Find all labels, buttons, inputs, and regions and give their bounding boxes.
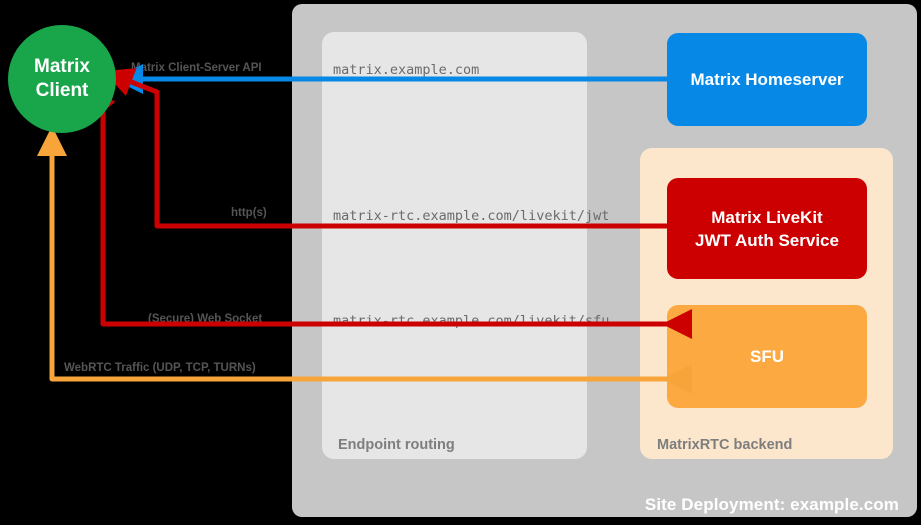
protocol-matrix-client-server-api: Matrix Client-Server API <box>131 62 262 74</box>
endpoint-routing-label: Endpoint routing <box>338 437 455 453</box>
sfu-label: SFU <box>750 346 784 366</box>
endpoint-routing-container <box>322 32 587 459</box>
protocol-http-s: http(s) <box>231 207 267 219</box>
jwt-service-label-line1: Matrix LiveKit <box>711 207 823 227</box>
node-matrix-homeserver[interactable]: Matrix Homeserver <box>667 33 867 126</box>
endpoint-livekit-jwt: matrix-rtc.example.com/livekit/jwt <box>333 208 610 224</box>
matrixrtc-backend-label: MatrixRTC backend <box>657 437 793 453</box>
matrix-homeserver-label: Matrix Homeserver <box>690 69 844 89</box>
node-matrix-client[interactable]: Matrix Client <box>8 25 116 133</box>
protocol-webrtc-traffic: WebRTC Traffic (UDP, TCP, TURNs) <box>64 362 256 374</box>
matrix-client-label-line1: Matrix <box>34 56 90 77</box>
endpoint-matrix-example-com: matrix.example.com <box>333 62 480 78</box>
site-deployment-label: Site Deployment: example.com <box>644 495 899 514</box>
endpoint-livekit-sfu: matrix-rtc.example.com/livekit/sfu <box>333 313 610 329</box>
node-livekit-jwt-auth-service[interactable]: Matrix LiveKit JWT Auth Service <box>667 178 867 279</box>
node-sfu[interactable]: SFU <box>667 305 867 408</box>
protocol-secure-web-socket: (Secure) Web Socket <box>148 313 263 325</box>
matrix-client-label-line2: Client <box>35 80 89 101</box>
jwt-service-label-line2: JWT Auth Service <box>695 230 839 250</box>
